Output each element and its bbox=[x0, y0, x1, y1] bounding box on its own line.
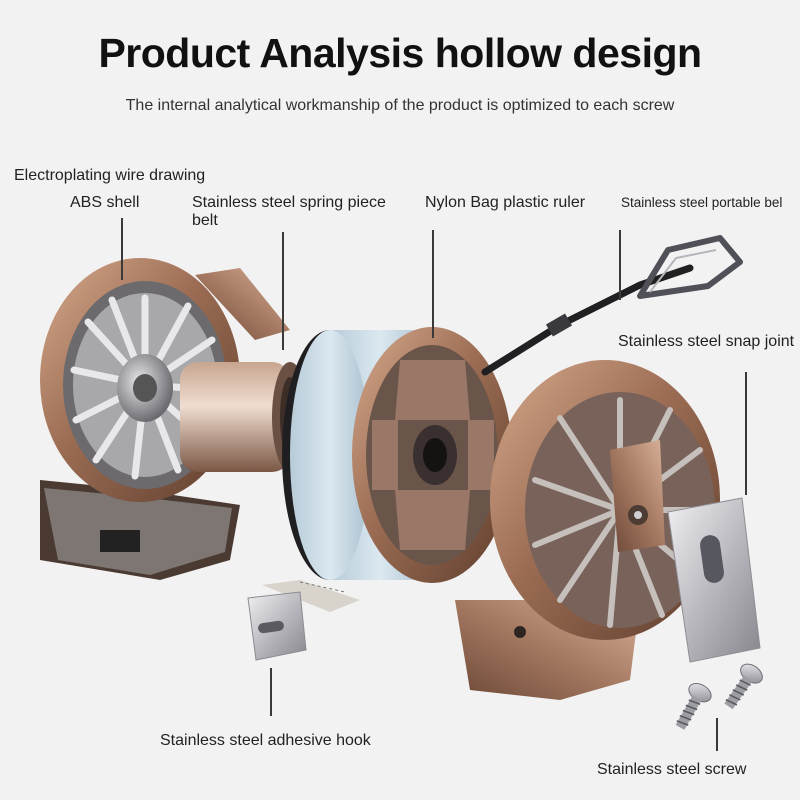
portable-belt-strap bbox=[481, 235, 743, 376]
snap-joint-clip bbox=[667, 497, 761, 663]
tape-strip bbox=[262, 580, 360, 612]
screws bbox=[675, 663, 763, 730]
label-nylon-ruler: Nylon Bag plastic ruler bbox=[425, 194, 586, 211]
page-subtitle: The internal analytical workmanship of t… bbox=[125, 97, 675, 114]
right-shell bbox=[455, 360, 720, 700]
label-portable-belt: Stainless steel portable bel bbox=[621, 195, 783, 210]
leader-line-nylon-ruler bbox=[432, 230, 434, 338]
page-title: Product Analysis hollow design bbox=[98, 30, 702, 76]
label-snap-joint: Stainless steel snap joint bbox=[618, 333, 795, 350]
nylon-tape-reel bbox=[282, 327, 512, 583]
label-abs-shell: ABS shell bbox=[70, 194, 140, 211]
leader-line-abs-shell bbox=[121, 218, 123, 280]
label-belt: belt bbox=[192, 212, 218, 229]
label-spring-piece: Stainless steel spring piece bbox=[192, 194, 386, 211]
label-electroplating: Electroplating wire drawing bbox=[14, 167, 206, 184]
label-screw: Stainless steel screw bbox=[597, 761, 747, 778]
leader-line-snap-joint bbox=[745, 372, 747, 495]
leader-line-adhesive-hook bbox=[270, 668, 272, 716]
leader-line-screw bbox=[716, 718, 718, 751]
adhesive-hook bbox=[247, 591, 307, 661]
leader-line-spring-piece bbox=[282, 232, 284, 350]
leader-line-portable-belt bbox=[619, 230, 621, 300]
label-adhesive-hook: Stainless steel adhesive hook bbox=[160, 732, 371, 749]
left-abs-shell bbox=[40, 258, 290, 580]
